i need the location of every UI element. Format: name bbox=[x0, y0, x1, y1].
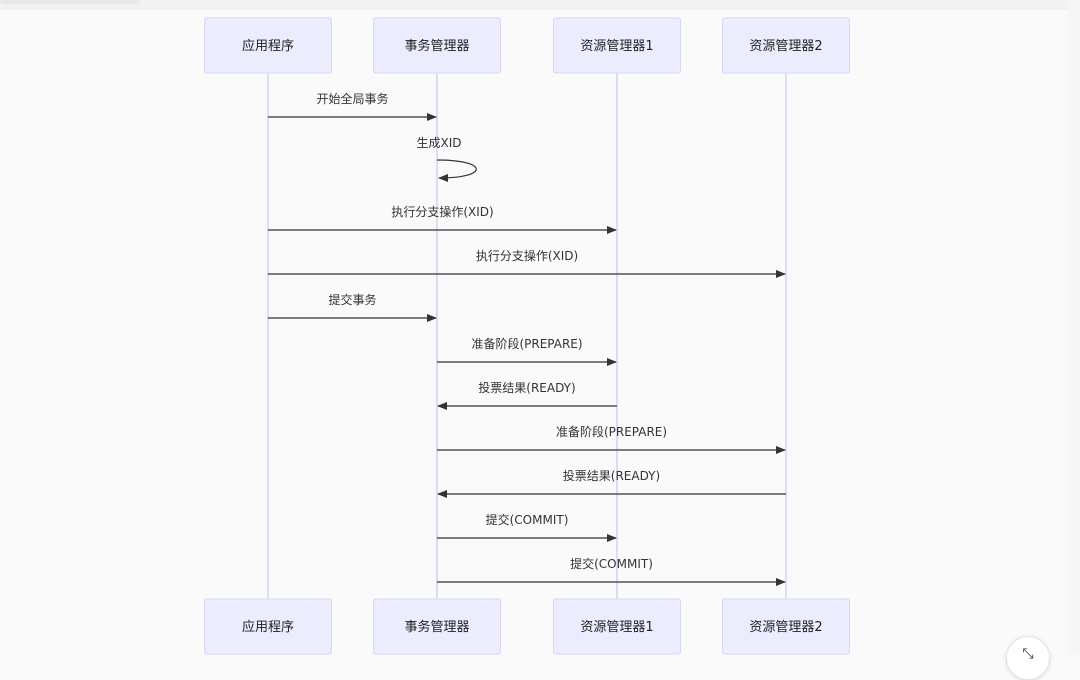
message-arrow bbox=[436, 159, 477, 182]
message-2: 生成XID bbox=[416, 136, 477, 182]
participant-box bbox=[553, 17, 681, 74]
participant-box bbox=[373, 598, 501, 655]
message-6: 准备阶段(PREPARE) bbox=[437, 336, 617, 366]
participant-box bbox=[373, 17, 501, 74]
message-label: 提交(COMMIT) bbox=[570, 556, 653, 571]
message-11: 提交(COMMIT) bbox=[437, 556, 786, 586]
participant-box bbox=[204, 598, 332, 655]
participant-label: 资源管理器1 bbox=[580, 39, 653, 54]
message-label: 开始全局事务 bbox=[316, 91, 388, 106]
participant-rm2-bottom: 资源管理器2 bbox=[722, 598, 850, 655]
participant-rm2-top: 资源管理器2 bbox=[722, 17, 850, 74]
message-5: 提交事务 bbox=[268, 292, 437, 322]
message-label: 执行分支操作(XID) bbox=[391, 204, 493, 219]
message-label: 投票结果(READY) bbox=[478, 380, 575, 395]
participant-box bbox=[722, 598, 850, 655]
participant-label: 应用程序 bbox=[242, 619, 294, 635]
message-label: 投票结果(READY) bbox=[563, 468, 660, 483]
message-label: 准备阶段(PREPARE) bbox=[556, 424, 667, 439]
participant-tm-top: 事务管理器 bbox=[373, 17, 501, 74]
message-4: 执行分支操作(XID) bbox=[268, 248, 786, 278]
participant-app-bottom: 应用程序 bbox=[204, 598, 332, 655]
participant-box bbox=[553, 598, 681, 655]
message-7: 投票结果(READY) bbox=[437, 380, 617, 410]
participant-label: 资源管理器1 bbox=[580, 620, 653, 635]
message-3: 执行分支操作(XID) bbox=[268, 204, 617, 234]
message-1: 开始全局事务 bbox=[268, 91, 437, 121]
participant-label: 应用程序 bbox=[242, 38, 294, 54]
message-9: 投票结果(READY) bbox=[437, 468, 786, 498]
message-label: 准备阶段(PREPARE) bbox=[471, 336, 582, 351]
message-label: 生成XID bbox=[416, 136, 461, 150]
participant-label: 资源管理器2 bbox=[749, 620, 822, 635]
message-10: 提交(COMMIT) bbox=[437, 512, 617, 542]
participant-label: 事务管理器 bbox=[404, 619, 469, 635]
collapse-button[interactable]: ⤡ bbox=[1006, 636, 1050, 680]
participant-app-top: 应用程序 bbox=[204, 17, 332, 74]
message-8: 准备阶段(PREPARE) bbox=[437, 424, 786, 454]
message-label: 执行分支操作(XID) bbox=[476, 248, 578, 263]
vertical-scrollbar[interactable] bbox=[1068, 0, 1080, 655]
message-label: 提交(COMMIT) bbox=[486, 512, 569, 527]
message-label: 提交事务 bbox=[328, 292, 376, 307]
participant-tm-bottom: 事务管理器 bbox=[373, 598, 501, 655]
participant-rm1-top: 资源管理器1 bbox=[553, 17, 681, 74]
participant-label: 资源管理器2 bbox=[749, 39, 822, 54]
top-toolbar bbox=[0, 0, 1068, 10]
collapse-icon: ⤡ bbox=[1022, 646, 1034, 662]
participant-box bbox=[204, 17, 332, 74]
participant-rm1-bottom: 资源管理器1 bbox=[553, 598, 681, 655]
toolbar-tab[interactable] bbox=[0, 0, 140, 4]
participant-label: 事务管理器 bbox=[404, 38, 469, 54]
participant-box bbox=[722, 17, 850, 74]
